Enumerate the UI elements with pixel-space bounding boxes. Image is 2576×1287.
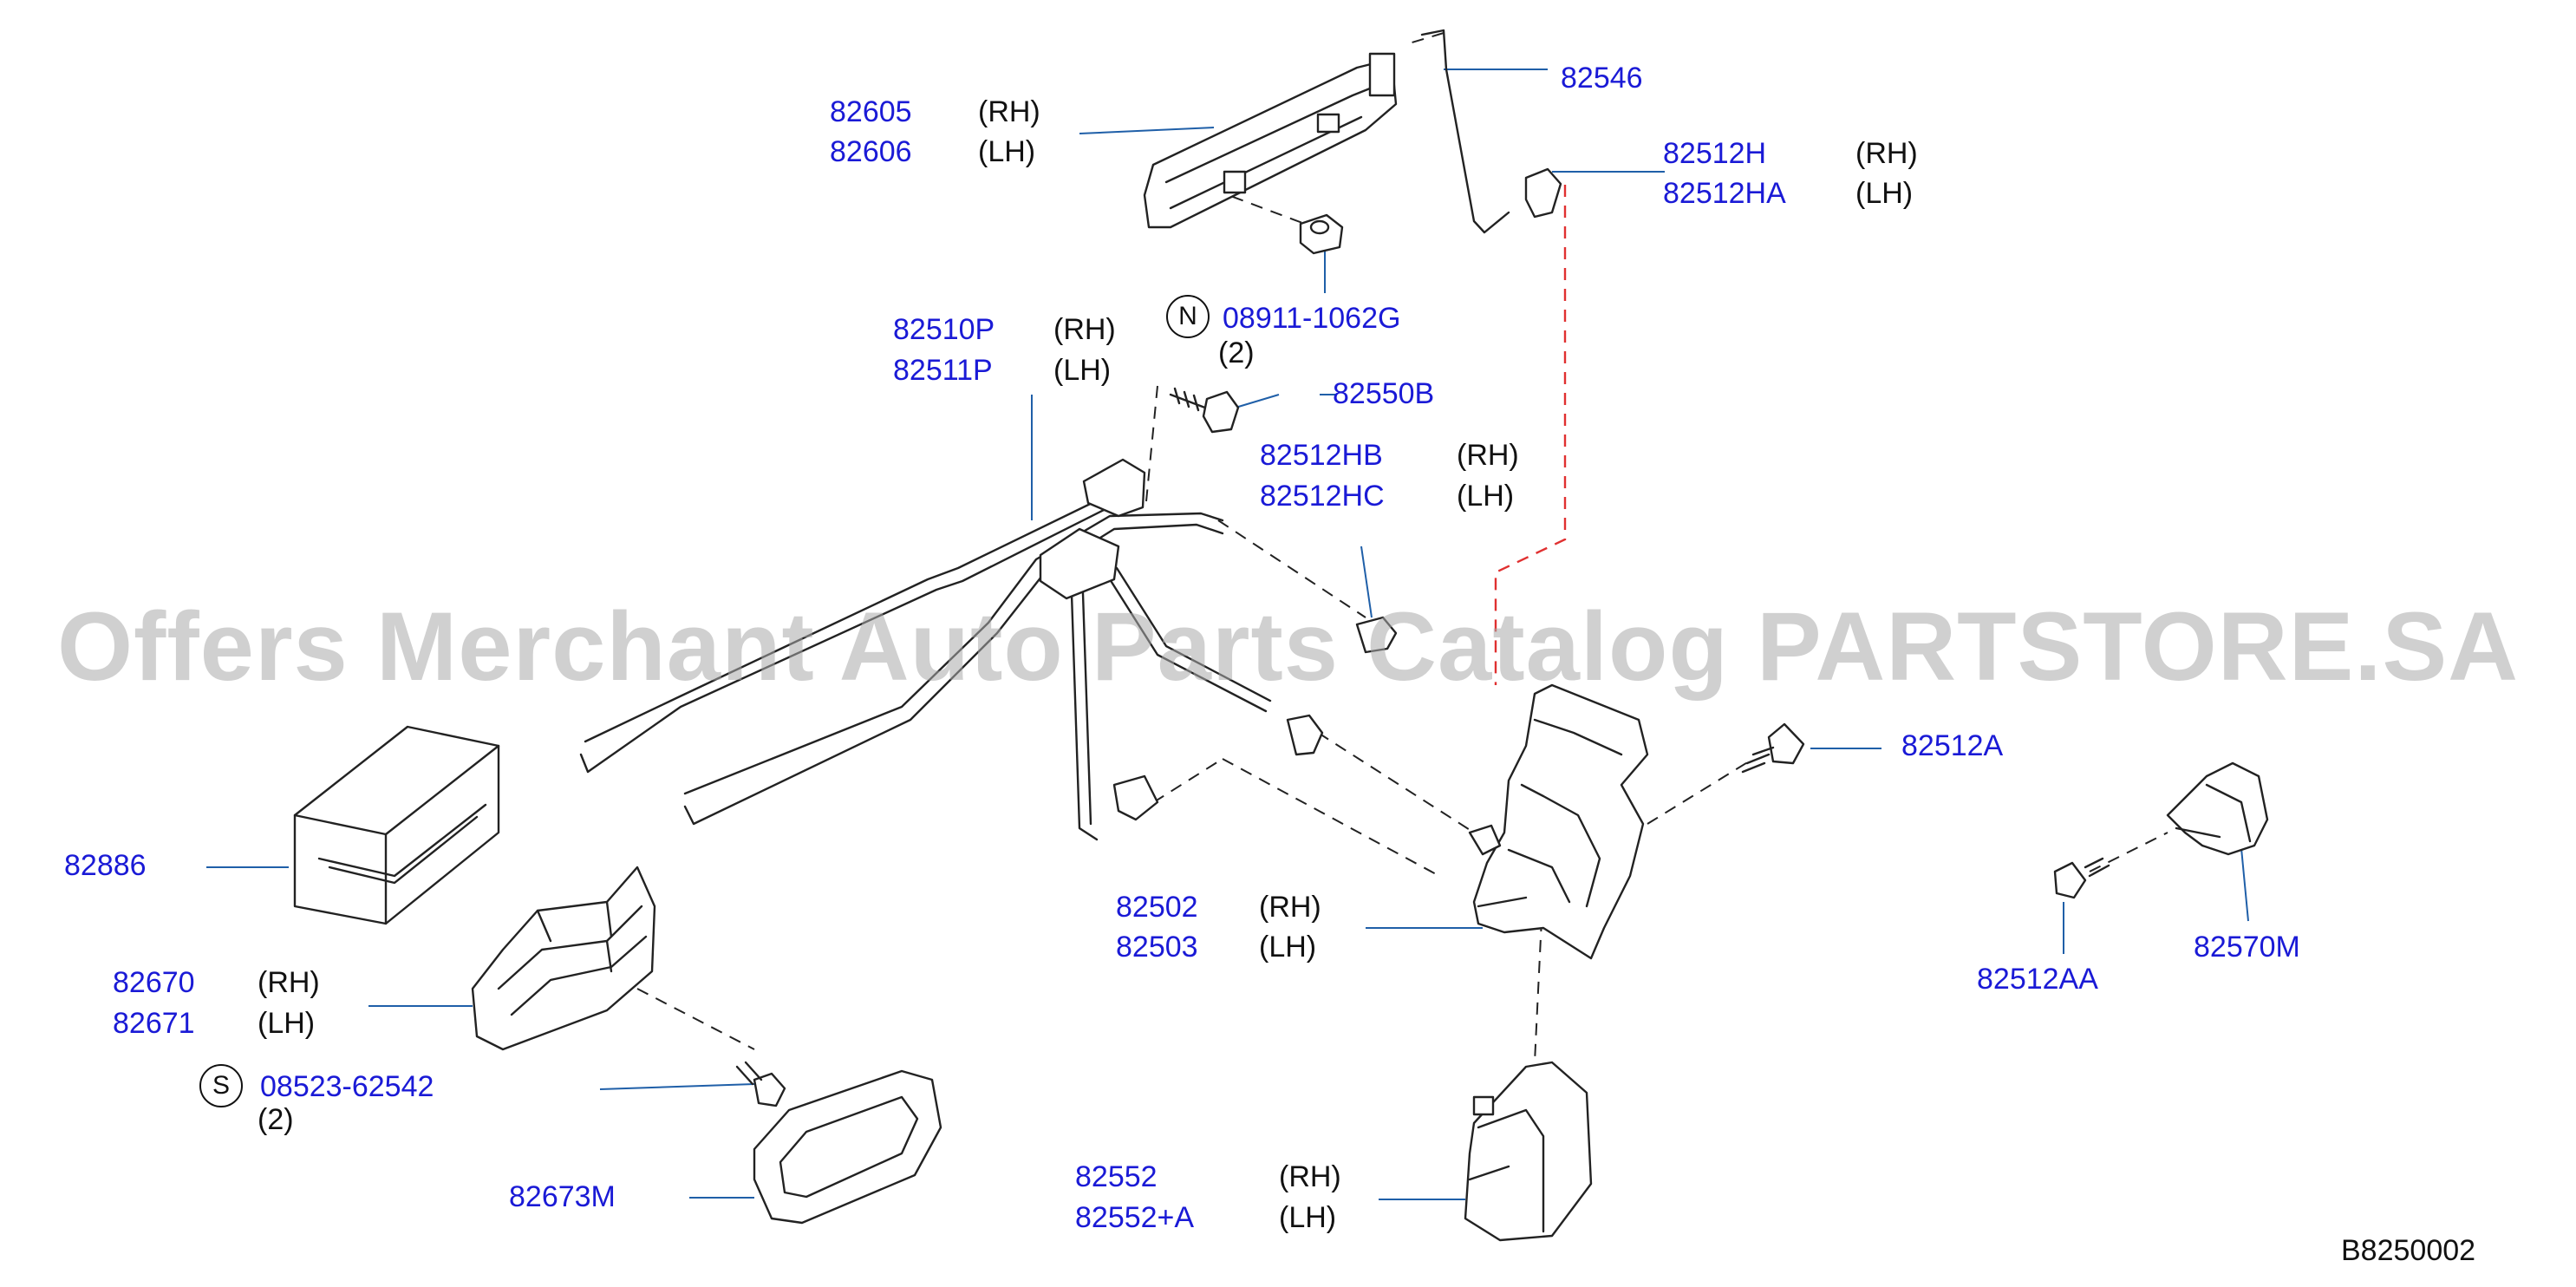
nut bbox=[1299, 213, 1344, 255]
bolt bbox=[1169, 387, 1240, 434]
side-rh: (RH) bbox=[1259, 891, 1321, 924]
escutcheon bbox=[753, 1069, 942, 1225]
label-82511p[interactable]: 82511P bbox=[893, 354, 993, 387]
side-rh: (RH) bbox=[1855, 137, 1918, 170]
label-82550b[interactable]: 82550B bbox=[1333, 377, 1435, 410]
label-82671[interactable]: 82671 bbox=[113, 1007, 195, 1040]
label-82512aa[interactable]: 82512AA bbox=[1977, 963, 2098, 996]
qty-08911: (2) bbox=[1218, 336, 1255, 369]
rod-clip bbox=[1524, 167, 1562, 219]
side-rh: (RH) bbox=[1279, 1160, 1341, 1193]
watermark: Offers Merchant Auto Parts Catalog PARTS… bbox=[56, 592, 2520, 701]
label-82552a[interactable]: 82552+A bbox=[1075, 1201, 1195, 1234]
label-82570m[interactable]: 82570M bbox=[2194, 931, 2300, 964]
bracket-82570m bbox=[2166, 761, 2269, 856]
door-lock-actuator bbox=[1468, 683, 1649, 960]
assembly-dash-lines bbox=[636, 32, 2168, 1063]
lock-rods bbox=[579, 458, 1272, 841]
side-lh: (LH) bbox=[1279, 1201, 1337, 1234]
outside-handle bbox=[1143, 52, 1398, 229]
side-lh: (LH) bbox=[1259, 931, 1317, 964]
s-symbol: S bbox=[199, 1064, 243, 1107]
label-82512a[interactable]: 82512A bbox=[1901, 729, 2004, 762]
label-08911-1062g[interactable]: 08911-1062G bbox=[1223, 302, 1401, 335]
screw-08523 bbox=[735, 1061, 786, 1107]
screw-82512aa bbox=[2053, 857, 2110, 899]
label-82502[interactable]: 82502 bbox=[1116, 891, 1198, 924]
side-rh: (RH) bbox=[1053, 313, 1116, 346]
protector-pad bbox=[293, 725, 500, 925]
label-82673m[interactable]: 82673M bbox=[509, 1180, 616, 1213]
label-82886[interactable]: 82886 bbox=[64, 849, 147, 882]
side-lh: (LH) bbox=[258, 1007, 316, 1040]
label-08523-62542[interactable]: 08523-62542 bbox=[260, 1070, 434, 1103]
qty-08523: (2) bbox=[258, 1103, 294, 1136]
rod-clips bbox=[1286, 616, 1398, 756]
label-82510p[interactable]: 82510P bbox=[893, 313, 995, 346]
label-82503[interactable]: 82503 bbox=[1116, 931, 1198, 964]
label-82512hb[interactable]: 82512HB bbox=[1260, 439, 1383, 472]
n-symbol: N bbox=[1166, 295, 1210, 338]
side-rh: (RH) bbox=[1457, 439, 1519, 472]
side-lh: (LH) bbox=[1053, 354, 1112, 387]
side-rh: (RH) bbox=[978, 95, 1040, 128]
highlight-dash-line bbox=[1494, 185, 1567, 685]
label-82552[interactable]: 82552 bbox=[1075, 1160, 1158, 1193]
screw-82512a bbox=[1741, 722, 1805, 774]
leader-lines bbox=[206, 69, 2249, 1200]
label-82512ha[interactable]: 82512HA bbox=[1663, 177, 1786, 210]
label-82512h[interactable]: 82512H bbox=[1663, 137, 1767, 170]
side-rh: (RH) bbox=[258, 966, 320, 999]
label-82605[interactable]: 82605 bbox=[830, 95, 912, 128]
inside-handle bbox=[471, 866, 656, 1051]
label-82512hc[interactable]: 82512HC bbox=[1260, 480, 1385, 513]
control-rod bbox=[1420, 29, 1510, 234]
side-lh: (LH) bbox=[978, 135, 1036, 168]
side-lh: (LH) bbox=[1855, 177, 1914, 210]
lock-motor bbox=[1464, 1061, 1593, 1242]
label-82546[interactable]: 82546 bbox=[1561, 62, 1643, 95]
side-lh: (LH) bbox=[1457, 480, 1515, 513]
label-82670[interactable]: 82670 bbox=[113, 966, 195, 999]
label-82606[interactable]: 82606 bbox=[830, 135, 912, 168]
diagram-code: B8250002 bbox=[2341, 1234, 2476, 1267]
